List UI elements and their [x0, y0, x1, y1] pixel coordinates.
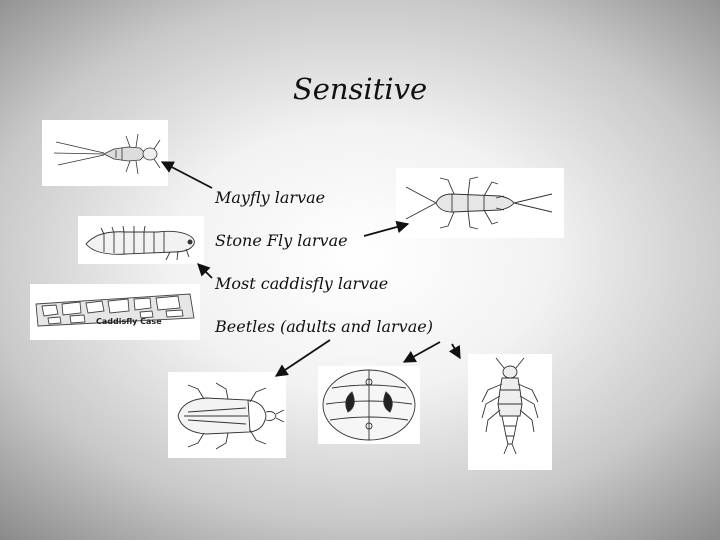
slide-title: Sensitive — [292, 72, 428, 106]
arrow-to-caddis — [197, 263, 213, 279]
mayfly-larva-image — [42, 120, 168, 186]
beetle-larva-image — [468, 354, 552, 470]
caddisfly-case-image: Caddisfly Case — [30, 284, 200, 340]
stonefly-larva-image — [396, 168, 564, 238]
list-item-stonefly: Stone Fly larvae — [215, 231, 348, 250]
arrow-to-beetle-larva — [448, 343, 461, 360]
water-penny-image — [318, 366, 420, 444]
caddisfly-case-label: Caddisfly Case — [96, 317, 162, 326]
caddisfly-larva-image — [78, 216, 204, 264]
arrow-to-mayfly — [160, 161, 213, 189]
list-item-beetles: Beetles (adults and larvae) — [215, 317, 433, 336]
beetle-adult-image — [168, 372, 286, 458]
list-item-caddisfly: Most caddisfly larvae — [215, 274, 389, 293]
organism-list: Mayfly larvae Stone Fly larvae Most cadd… — [215, 184, 433, 356]
list-item-mayfly: Mayfly larvae — [215, 188, 326, 207]
